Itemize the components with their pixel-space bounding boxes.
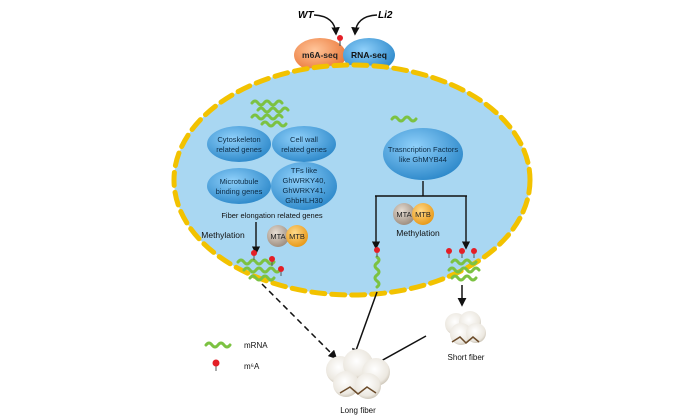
legend-m6a-label: m⁶A bbox=[244, 362, 260, 371]
rna-seq-label: RNA-seq bbox=[351, 50, 387, 60]
microtubule-line1: Microtubule bbox=[220, 177, 259, 186]
legend-mrna-label: mRNA bbox=[244, 341, 268, 350]
long-fiber-label: Long fiber bbox=[340, 406, 376, 415]
left-mta-ball bbox=[267, 225, 289, 247]
microtubule-bubble bbox=[207, 168, 271, 204]
cell-membrane bbox=[171, 62, 533, 298]
tf-myb44-line1: Trasncription Factors bbox=[388, 145, 458, 154]
right-mtb-ball bbox=[412, 203, 434, 225]
tfs-line1: TFs like bbox=[291, 166, 317, 175]
cytoskeleton-line1: Cytoskeleton bbox=[217, 135, 260, 144]
microtubule-line2: binding genes bbox=[216, 187, 263, 196]
mrna-cluster-top-left bbox=[250, 99, 290, 128]
fiber-elongation-label: Fiber elongation related genes bbox=[221, 211, 323, 220]
tfs-line2: GhWRKY40, bbox=[283, 176, 326, 185]
mrna-single-top-right bbox=[390, 115, 418, 123]
left-mtb-ball bbox=[286, 225, 308, 247]
cytoskeleton-line2: related genes bbox=[216, 145, 262, 154]
legend-m6a-icon bbox=[212, 359, 220, 371]
dashed-arrow-to-long bbox=[261, 283, 338, 360]
cell-wall-bubble bbox=[272, 126, 336, 162]
tf-myb44-line2: like GhMYB44 bbox=[399, 155, 447, 164]
right-mrna-cluster bbox=[446, 248, 481, 282]
li2-arrow bbox=[351, 14, 378, 36]
cell-wall-line2: related genes bbox=[281, 145, 327, 154]
right-mta-ball bbox=[393, 203, 415, 225]
left-mta-label: MTA bbox=[270, 232, 285, 241]
tfs-bubble bbox=[271, 162, 337, 210]
wt-label: WT bbox=[298, 10, 314, 21]
right-methylation-label: Methylation bbox=[396, 228, 440, 238]
li2-label: Li2 bbox=[378, 10, 393, 21]
long-fiber-cotton-icon bbox=[326, 349, 390, 399]
right-mta-label: MTA bbox=[396, 210, 411, 219]
left-mtb-label: MTB bbox=[289, 232, 305, 241]
tfs-line3: GhWRKY41, bbox=[283, 186, 326, 195]
short-fiber-label: Short fiber bbox=[448, 353, 485, 362]
right-mtb-label: MTB bbox=[415, 210, 431, 219]
cell-wall-line1: Cell wall bbox=[290, 135, 318, 144]
left-methylated-mrna bbox=[236, 250, 284, 282]
legend-mrna-icon bbox=[204, 341, 232, 349]
left-methylation-label: Methylation bbox=[201, 230, 245, 240]
m6a-mark-icon bbox=[337, 35, 343, 46]
arrow-single-to-long bbox=[352, 291, 378, 358]
m6a-seq-label: m6A-seq bbox=[302, 50, 338, 60]
tfs-line4: GhbHLH30 bbox=[285, 196, 323, 205]
wt-arrow bbox=[313, 14, 340, 36]
right-single-mrna bbox=[373, 247, 381, 289]
cytoskeleton-bubble bbox=[207, 126, 271, 162]
short-fiber-cotton-icon bbox=[445, 311, 486, 345]
tf-myb44-bubble bbox=[383, 128, 463, 180]
